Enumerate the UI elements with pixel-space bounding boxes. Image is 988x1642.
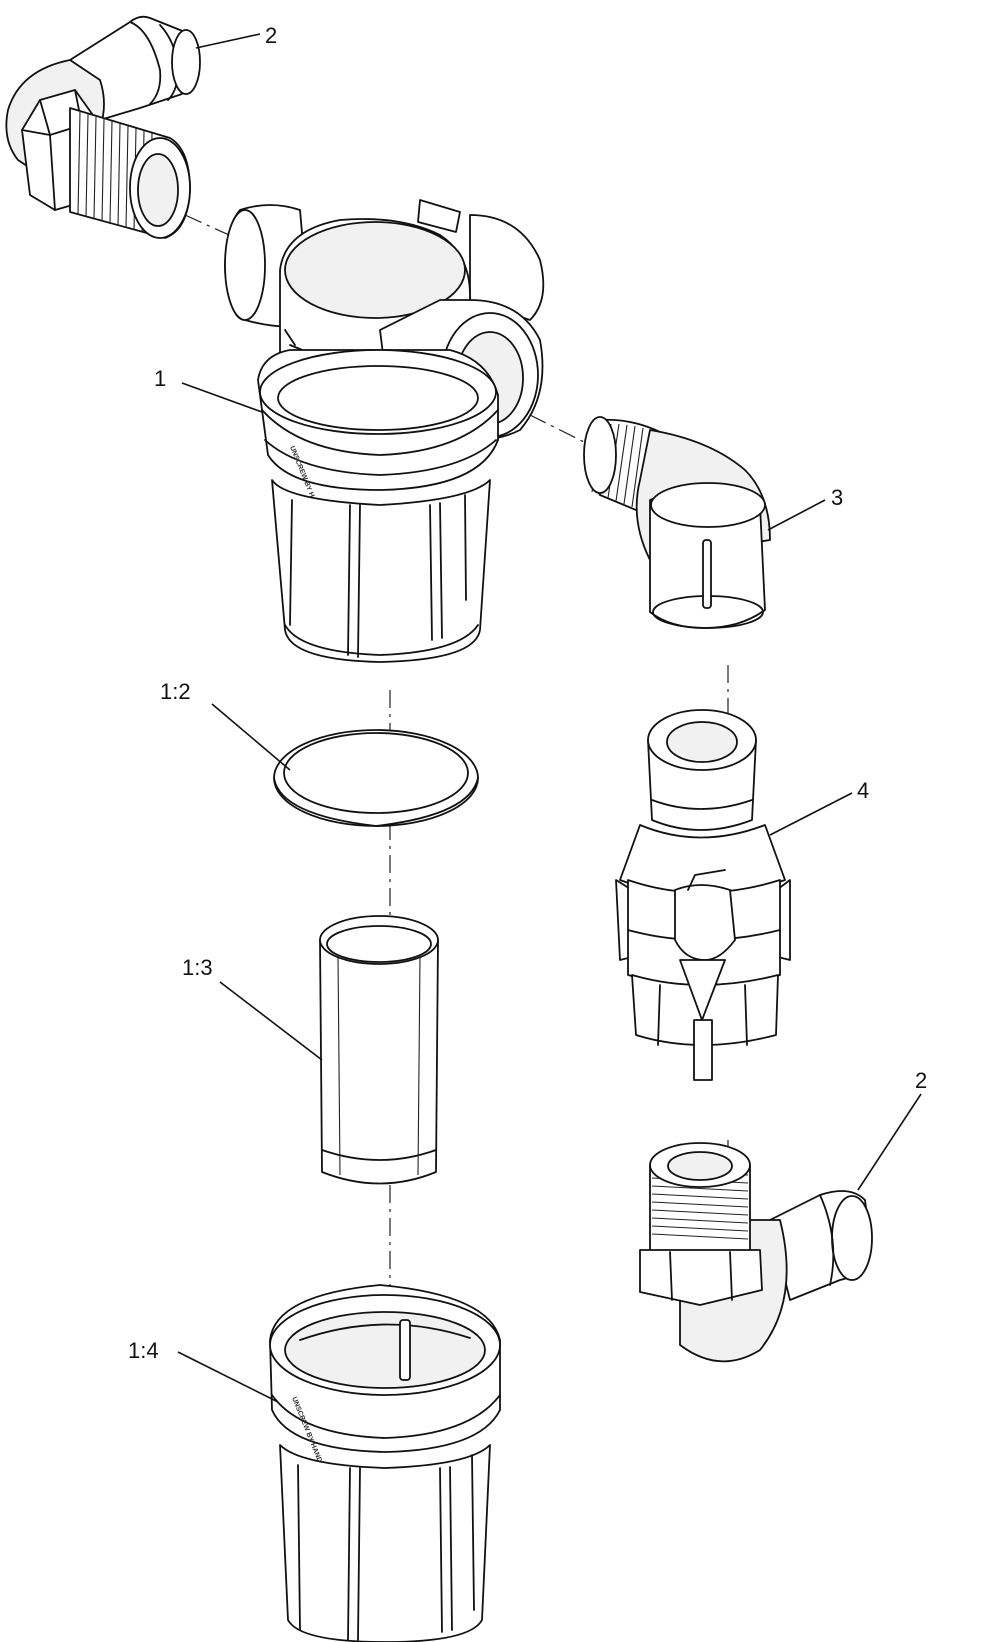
elbow-fitting-top-left: [5, 15, 201, 239]
filter-bowl: UNSCREW BY HAND: [269, 1284, 501, 1642]
filter-screen: [319, 915, 439, 1185]
callout-filter-housing: 1: [154, 366, 166, 391]
check-valve: [615, 709, 791, 1081]
callout-elbow-right: 3: [831, 485, 843, 510]
callout-screen: 1:3: [182, 955, 213, 980]
leader-lines: [177, 33, 922, 1403]
filter-housing: UNSCREW BY HAND: [224, 199, 545, 663]
elbow-fitting-right: [583, 416, 771, 629]
callout-check-valve: 4: [857, 778, 869, 803]
callout-bowl: 1:4: [128, 1338, 159, 1363]
callout-elbow-bottom-right: 2: [915, 1068, 927, 1093]
seal-ring: [273, 729, 479, 827]
elbow-fitting-bottom-right: [639, 1142, 873, 1363]
callout-seal: 1:2: [160, 679, 191, 704]
callout-labels: 2 1 3 1:2 4 1:3 2 1:4: [128, 23, 927, 1363]
callout-elbow-top-left: 2: [265, 23, 277, 48]
